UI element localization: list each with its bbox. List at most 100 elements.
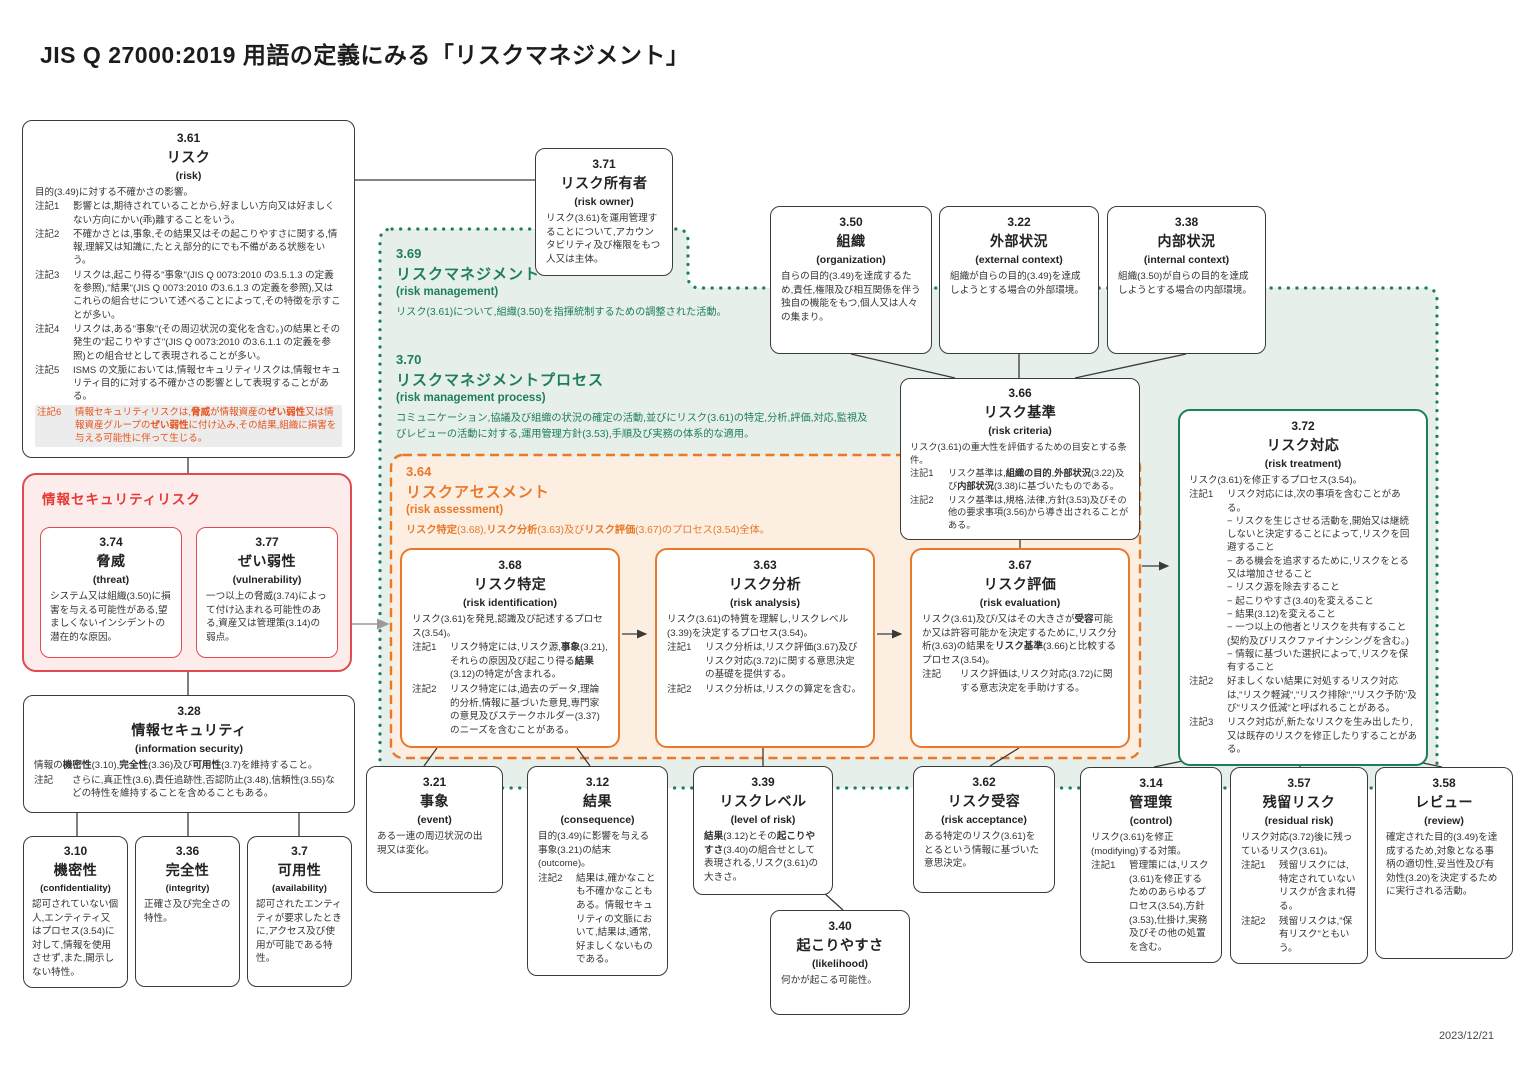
term-en: (risk treatment) [1264, 458, 1342, 470]
term-definition: 確定された目的(3.49)を達成するため,対象となる事柄の適切性,妥当性及び有効… [1386, 832, 1498, 898]
treatment-option: 起こりやすさ(3.40)を変えること [1189, 595, 1417, 608]
box-risk-criteria-3-66: 3.66 リスク基準 (risk criteria) リスク(3.61)の重大性… [900, 378, 1140, 540]
term-en: (internal context) [1143, 254, 1230, 266]
term-definition: 一つ以上の脅威(3.74)によって付け込まれる可能性のある,資産又は管理策(3.… [206, 591, 327, 643]
box-threat-3-74: 3.74 脅威 (threat) システム又は組織(3.50)に損害を与える可能… [40, 527, 182, 658]
term-name: リスクレベル [719, 793, 807, 809]
term-id: 3.40 [828, 919, 852, 933]
region-en: (risk management process) [396, 392, 546, 404]
term-definition: 組織が自らの目的(3.49)を達成しようとする場合の外部環境。 [950, 271, 1085, 296]
term-id: 3.14 [1139, 776, 1163, 790]
term-name: 管理策 [1129, 794, 1173, 810]
term-definition: リスク(3.61)を発見,認識及び記述するプロセス(3.54)。 [412, 614, 603, 639]
term-en: (risk analysis) [729, 597, 801, 609]
term-id: 3.10 [63, 844, 88, 858]
region-id: 3.70 [396, 352, 422, 367]
term-definition: 何かが起こる可能性。 [781, 975, 877, 986]
term-en: (threat) [92, 574, 130, 586]
term-definition: 正確さ及び完全さの特性。 [144, 899, 231, 924]
box-control-3-14: 3.14 管理策 (control) リスク(3.61)を修正(modifyin… [1080, 767, 1222, 964]
term-id: 3.38 [1174, 215, 1199, 229]
box-risk-analysis-3-63: 3.63 リスク分析 (risk analysis) リスク(3.61)の特質を… [655, 548, 875, 748]
term-definition: 結果(3.12)とその起こりやすさ(3.40)の組合せとして表現される,リスク(… [704, 831, 819, 883]
term-name: 外部状況 [990, 233, 1048, 249]
term-en: (risk identification) [463, 597, 557, 609]
box-risk-treatment-3-72: 3.72 リスク対応 (risk treatment) リスク(3.61)を修正… [1178, 409, 1428, 767]
term-definition: 目的(3.49)に影響を与える事象(3.21)の結末(outcome)。 [538, 831, 650, 870]
wire-identification-to-event [423, 747, 438, 767]
term-id: 3.67 [1008, 558, 1032, 572]
region-label-risk-management: 3.69 リスクマネジメント (risk management) リスク(3.6… [396, 246, 916, 321]
region-id: 3.69 [396, 246, 422, 261]
term-id: 3.57 [1287, 776, 1311, 790]
region-en: (risk assessment) [406, 504, 504, 516]
term-id: 3.66 [1008, 386, 1032, 400]
term-name: リスク受容 [947, 793, 1021, 809]
term-name: 事象 [420, 793, 449, 809]
term-name: リスク評価 [983, 576, 1057, 592]
box-integrity-3-36: 3.36 完全性 (integrity) 正確さ及び完全さの特性。 [135, 836, 240, 987]
term-name: ぜい弱性 [238, 553, 296, 569]
term-name: 組織 [836, 233, 866, 249]
region-desc: リスク(3.61)について,組織(3.50)を指揮統制するための調整された活動。 [396, 307, 727, 318]
box-review-3-58: 3.58 レビュー (review) 確定された目的(3.49)を達成するため,… [1375, 767, 1513, 959]
term-name: リスク [166, 149, 211, 165]
term-id: 3.72 [1291, 419, 1315, 433]
date-label: 2023/12/21 [1438, 1030, 1494, 1042]
term-en: (review) [1424, 815, 1464, 827]
term-en: (risk owner) [574, 196, 634, 208]
term-en: (risk acceptance) [941, 814, 1027, 826]
term-en: (external context) [975, 254, 1063, 266]
term-id: 3.68 [498, 558, 522, 572]
box-internal-context-3-38: 3.38 内部状況 (internal context) 組織(3.50)が自ら… [1107, 206, 1266, 354]
wire-internalcontext-to-riskcriteria [1074, 353, 1187, 379]
box-level-of-risk-3-39: 3.39 リスクレベル (level of risk) 結果(3.12)とその起… [693, 766, 833, 895]
term-en: (integrity) [165, 883, 210, 894]
term-name: 内部状況 [1157, 233, 1216, 249]
treatment-option: リスク源を除去すること [1189, 581, 1417, 594]
box-risk-owner-3-71: 3.71 リスク所有者 (risk owner) リスク(3.61)を運用管理す… [535, 148, 673, 276]
term-name: レビュー [1415, 794, 1473, 810]
wire-identification-to-consequence [576, 747, 591, 767]
term-name: 脅威 [96, 553, 126, 569]
box-risk-evaluation-3-67: 3.67 リスク評価 (risk evaluation) リスク(3.61)及び… [910, 548, 1130, 748]
box-likelihood-3-40: 3.40 起こりやすさ (likelihood) 何かが起こる可能性。 [770, 910, 910, 1015]
term-en: (confidentiality) [40, 883, 111, 894]
region-id: 3.64 [406, 464, 432, 479]
term-name: 残留リスク [1262, 794, 1336, 810]
term-definition: 目的(3.49)に対する不確かさの影響。 [35, 187, 193, 198]
region-name: リスクアセスメント [406, 484, 550, 501]
region-desc: リスク特定(3.68),リスク分析(3.63)及びリスク評価(3.67)のプロセ… [406, 525, 770, 536]
term-en: (level of risk) [730, 814, 796, 826]
box-risk-3-61: 3.61 リスク (risk) 目的(3.49)に対する不確かさの影響。 注記1… [22, 120, 355, 458]
term-id: 3.36 [175, 844, 200, 858]
region-name: リスクマネジメント [396, 266, 541, 283]
term-definition: リスク対応(3.72)後に残っているリスク(3.61)。 [1241, 832, 1353, 857]
wire-organization-to-riskcriteria [850, 353, 956, 379]
term-en: (risk criteria) [988, 425, 1052, 437]
term-definition: ある一連の周辺状況の出現又は変化。 [377, 831, 483, 856]
term-en: (information security) [135, 743, 243, 755]
treatment-option: 一つ以上の他者とリスクを共有すること(契約及びリスクファイナンシングを含む。) [1189, 621, 1417, 648]
page-title: JIS Q 27000:2019 用語の定義にみる「リスクマネジメント」 [40, 42, 690, 68]
term-definition: 自らの目的(3.49)を達成するため,責任,権限及び相互関係を伴う独自の機能をも… [781, 271, 921, 323]
term-name: リスク特定 [473, 576, 547, 592]
term-definition: 組織(3.50)が自らの目的を達成しようとする場合の内部環境。 [1118, 271, 1253, 296]
term-en: (likelihood) [812, 958, 868, 970]
term-en: (risk evaluation) [979, 597, 1061, 609]
treatment-option: リスクを生じさせる活動を,開始又は継続しないと決定することによって,リスクを回避… [1189, 515, 1417, 555]
term-en: (risk) [175, 170, 202, 182]
term-name: 結果 [583, 793, 612, 809]
